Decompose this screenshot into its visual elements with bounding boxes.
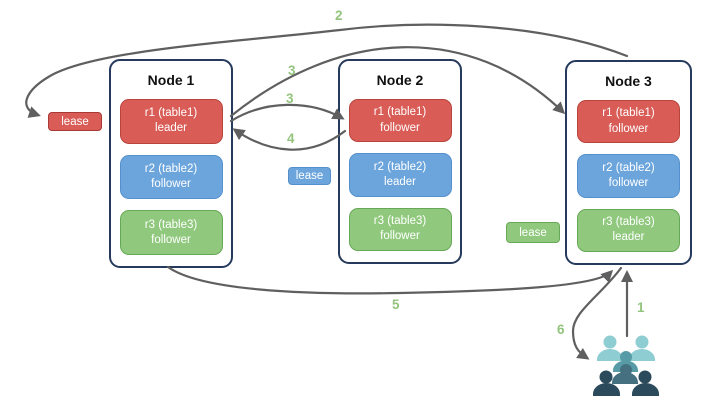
node-2-replica-r2: r2 (table2) leader bbox=[348, 153, 452, 197]
replica-role: follower bbox=[608, 122, 649, 135]
replica-role: follower bbox=[151, 233, 191, 246]
replica-role: follower bbox=[380, 121, 420, 134]
replica-name: r2 (table2) bbox=[144, 162, 198, 175]
arrow-step-2 bbox=[25, 23, 629, 118]
replica-role: follower bbox=[151, 178, 191, 190]
node-3-replica-r1: r1 (table1) follower bbox=[577, 100, 680, 144]
replica-name: r1 (table1) bbox=[144, 107, 198, 120]
step-label-3-long: 3 bbox=[288, 63, 296, 78]
node-2-title: Node 2 bbox=[376, 72, 424, 88]
step-label-1: 1 bbox=[637, 300, 645, 315]
replica-role: follower bbox=[608, 176, 649, 189]
arrow-step-3-short bbox=[229, 103, 345, 123]
arrow-step-6 bbox=[571, 266, 623, 360]
node-3-replica-r3: r3 (table3) leader bbox=[577, 208, 680, 252]
step-label-2: 2 bbox=[335, 8, 343, 23]
replica-name: r1 (table1) bbox=[602, 107, 655, 120]
node-3-title: Node 3 bbox=[605, 73, 652, 89]
replica-role: follower bbox=[380, 230, 420, 243]
step-label-3-short: 3 bbox=[286, 91, 294, 106]
lease-badge-red: lease bbox=[48, 112, 102, 131]
node-3: Node 3 r1 (table1) follower r2 (table2) … bbox=[565, 60, 692, 265]
replica-name: r2 (table2) bbox=[602, 161, 655, 174]
node-3-replica-r2: r2 (table2) follower bbox=[577, 154, 680, 198]
node-1-title: Node 1 bbox=[147, 72, 195, 88]
users-group-icon bbox=[593, 335, 659, 396]
replica-name: r3 (table3) bbox=[144, 218, 198, 231]
step-label-5: 5 bbox=[392, 297, 400, 312]
node-1-replica-r1: r1 (table1) leader bbox=[119, 99, 223, 144]
node-2-replica-r3: r3 (table3) follower bbox=[348, 207, 452, 251]
replica-role: leader bbox=[612, 231, 645, 244]
replica-name: r3 (table3) bbox=[602, 216, 655, 229]
lease-badge-blue: lease bbox=[288, 167, 331, 185]
replica-role: leader bbox=[155, 122, 187, 135]
node-2: Node 2 r1 (table1) follower r2 (table2) … bbox=[338, 59, 462, 264]
step-label-6: 6 bbox=[557, 322, 565, 337]
node-2-replica-r1: r1 (table1) follower bbox=[348, 99, 452, 143]
node-1: Node 1 r1 (table1) leader r2 (table2) fo… bbox=[109, 59, 233, 268]
replica-name: r1 (table1) bbox=[373, 106, 427, 119]
arrow-step-4 bbox=[232, 128, 347, 151]
arrow-step-3-long bbox=[229, 46, 566, 118]
step-label-4: 4 bbox=[287, 131, 295, 146]
arrow-step-5 bbox=[166, 265, 614, 295]
replica-name: r2 (table2) bbox=[373, 160, 427, 173]
replica-name: r3 (table3) bbox=[373, 215, 427, 228]
replica-role: leader bbox=[384, 175, 416, 188]
node-1-replica-r3: r3 (table3) follower bbox=[119, 210, 223, 256]
lease-badge-green: lease bbox=[506, 222, 560, 243]
node-1-replica-r2: r2 (table2) follower bbox=[119, 154, 223, 200]
